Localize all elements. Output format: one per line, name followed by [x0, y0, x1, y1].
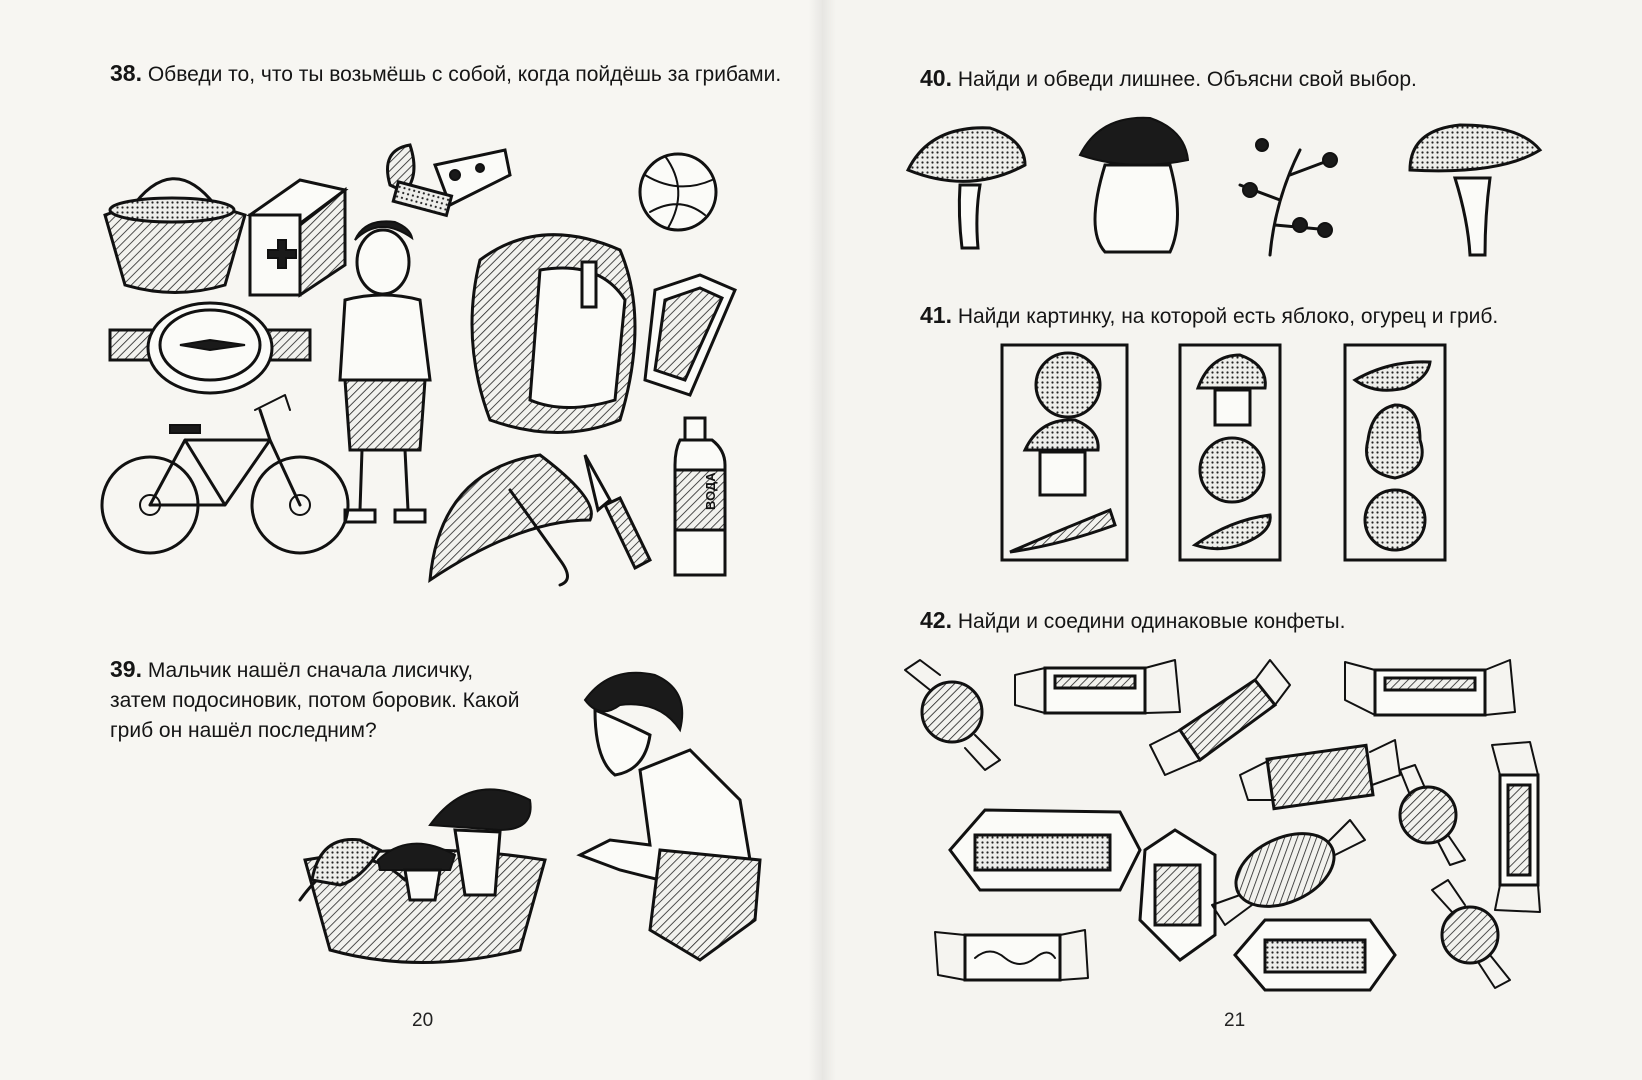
candy-icon — [1138, 828, 1217, 962]
task-42: 42. Найди и соедини одинаковые конфеты. — [920, 605, 1570, 637]
candy-icon — [1211, 819, 1366, 926]
leaf-icon — [386, 143, 454, 218]
candy-icon — [1149, 659, 1291, 776]
candy-icon — [934, 929, 1089, 982]
candy-icon — [1233, 918, 1397, 992]
cucumber-icon — [1191, 513, 1272, 551]
cheese-icon — [432, 148, 512, 208]
candy-icon — [1344, 659, 1516, 717]
first-aid-kit-icon — [246, 178, 349, 298]
carrot-icon — [1009, 508, 1117, 554]
candy-icon — [1431, 879, 1511, 989]
candy-icon — [1239, 739, 1401, 811]
cucumber-icon — [1352, 360, 1432, 392]
mushroom-icon — [1078, 116, 1190, 254]
mushroom-icon — [905, 126, 1027, 250]
task-41-number: 41. — [920, 302, 952, 328]
option-card-1 — [1000, 343, 1129, 562]
boy-basket-scene — [298, 671, 762, 964]
task-39-text: Мальчик нашёл сначала лисичку, затем под… — [110, 659, 520, 742]
basket-icon — [103, 177, 247, 294]
candy-icon — [904, 659, 1001, 771]
task-39: 39. Мальчик нашёл сначала лисичку, затем… — [110, 654, 530, 746]
task-38-text: Обведи то, что ты возьмёшь с собой, когд… — [147, 63, 782, 86]
book-gutter — [808, 0, 836, 1080]
ball-icon — [638, 152, 718, 232]
task-38-number: 38. — [110, 60, 142, 86]
umbrella-icon — [428, 453, 593, 587]
task-38: 38. Обведи то, что ты возьмёшь с собой, … — [110, 58, 790, 90]
task-41: 41. Найди картинку, на которой есть ябло… — [920, 300, 1600, 332]
compass-icon — [108, 301, 312, 395]
page-number-left: 20 — [412, 1010, 434, 1031]
water-bottle-icon: ВОДА — [673, 416, 727, 577]
task-40-number: 40. — [920, 65, 952, 91]
candy-icon — [1491, 741, 1541, 913]
apple-icon — [1034, 351, 1102, 419]
mushroom-icon — [1195, 353, 1267, 390]
bottle-label: ВОДА — [703, 472, 718, 510]
candy-icon — [948, 808, 1142, 892]
task-40-text: Найди и обведи лишнее. Объясни свой выбо… — [957, 68, 1417, 91]
candy-icon — [1014, 659, 1181, 715]
pear-icon — [1365, 403, 1424, 480]
mushroom-icon — [1408, 123, 1543, 257]
berry-branch-icon — [1238, 138, 1338, 257]
backpack-icon — [470, 233, 637, 434]
task-42-text: Найди и соедини одинаковые конфеты. — [957, 610, 1346, 633]
page-number-right: 21 — [1224, 1010, 1246, 1031]
task-41-text: Найди картинку, на которой есть яблоко, … — [957, 305, 1499, 328]
apple-icon — [1198, 436, 1266, 504]
task-39-number: 39. — [110, 656, 142, 682]
boy-icon — [338, 220, 432, 524]
mirror-icon — [643, 273, 737, 397]
bicycle-icon — [100, 394, 350, 555]
option-card-3 — [1343, 343, 1447, 562]
knife-icon — [583, 454, 652, 571]
task-42-number: 42. — [920, 607, 952, 633]
apple-icon — [1363, 488, 1427, 552]
mushroom-icon — [1022, 418, 1100, 452]
task-40: 40. Найди и обведи лишнее. Объясни свой … — [920, 63, 1570, 95]
candy-icon — [1398, 764, 1466, 866]
option-card-2 — [1178, 343, 1282, 562]
